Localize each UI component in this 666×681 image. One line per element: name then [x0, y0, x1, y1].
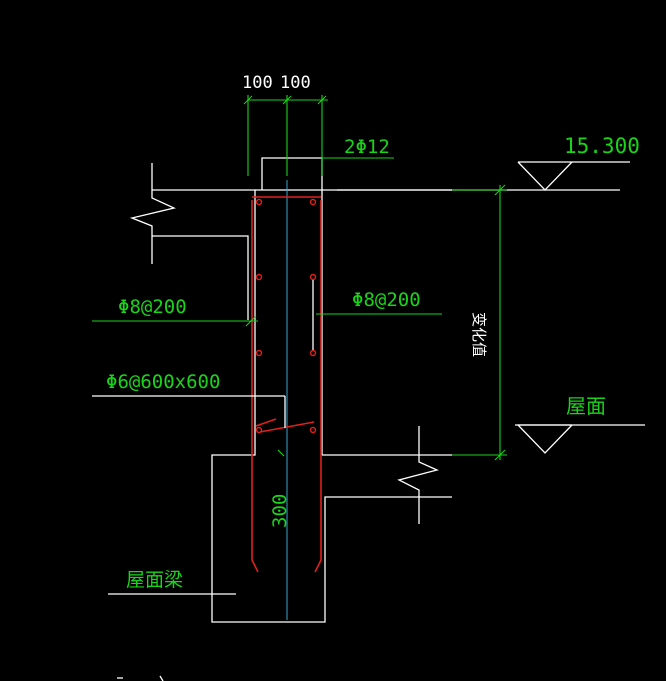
top-bars-label: 2Φ12 [344, 136, 390, 158]
dim-right-label: 100 [280, 73, 311, 93]
elevation-marker-top [517, 161, 630, 191]
stirrup-right-label: Φ8@200 [352, 289, 421, 311]
height-variable-label: 变化值 [470, 312, 488, 357]
concrete-outline [117, 157, 452, 681]
width-300-label: 300 [269, 494, 291, 528]
dim-left-label: 100 [242, 73, 273, 93]
stirrup-left-label: Φ8@200 [118, 296, 187, 318]
elevation-marker-roof [517, 424, 573, 454]
dimension-lines [92, 95, 645, 595]
elevation-top-label: 15.300 [564, 134, 640, 158]
roof-beam-label: 屋面梁 [126, 569, 183, 591]
roof-level-label: 屋面 [566, 394, 606, 418]
tie-spec-label: Φ6@600x600 [106, 371, 220, 393]
